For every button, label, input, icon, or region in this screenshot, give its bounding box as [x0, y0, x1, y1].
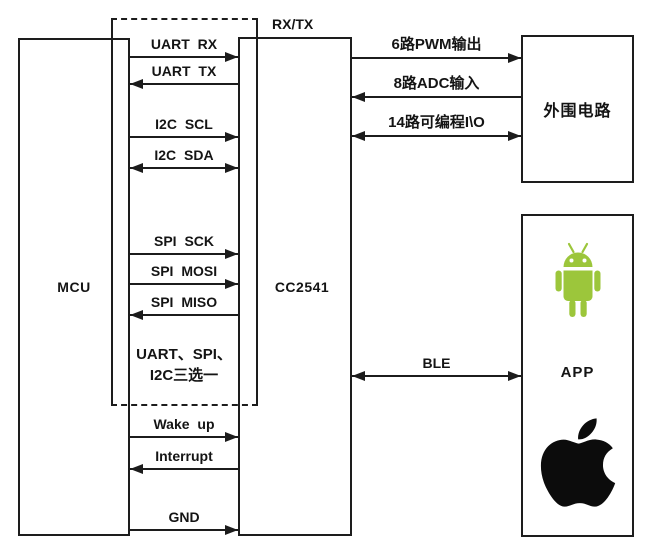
arrowhead-left-icon — [130, 464, 143, 474]
connection-line — [130, 310, 238, 320]
android-icon — [546, 238, 610, 327]
app-label: APP — [560, 364, 595, 381]
arrowhead-right-icon — [225, 432, 238, 442]
arrowhead-right-icon — [225, 163, 238, 173]
connection-label: 6路PWM输出 — [391, 36, 482, 53]
arrowhead-left-icon — [130, 310, 143, 320]
connection-i2c-scl: I2C SCL — [130, 116, 238, 142]
arrowhead-right-icon — [225, 525, 238, 535]
connection-label: GND — [168, 509, 200, 525]
connection-spi-sck: SPI SCK — [130, 233, 238, 259]
connection-label: SPI SCK — [153, 233, 214, 249]
arrowhead-right-icon — [225, 279, 238, 289]
connection-line — [130, 464, 238, 474]
arrowhead-right-icon — [225, 52, 238, 62]
arrowhead-left-icon — [352, 131, 365, 141]
connection-line — [130, 279, 238, 289]
connection-label: UART RX — [150, 36, 218, 52]
connection-uart-tx: UART TX — [130, 63, 238, 89]
connection-label: BLE — [422, 355, 451, 371]
connection-gnd: GND — [130, 509, 238, 535]
mcu-label: MCU — [57, 279, 91, 295]
connection-label: Wake up — [153, 416, 215, 432]
app-box: APP — [521, 214, 634, 537]
cc2541-label: CC2541 — [274, 278, 330, 295]
arrowhead-left-icon — [352, 92, 365, 102]
connection-line — [130, 132, 238, 142]
connection-interrupt: Interrupt — [130, 448, 238, 474]
peripheral-circuit-box: 外围电路 — [521, 35, 634, 183]
connection-label: SPI MOSI — [150, 263, 218, 279]
arrowhead-right-icon — [225, 132, 238, 142]
cc2541-box: CC2541 — [238, 37, 352, 536]
arrowhead-left-icon — [352, 371, 365, 381]
connection-label: I2C SDA — [154, 147, 214, 163]
connection-label: SPI MISO — [150, 294, 218, 310]
connection-spi-mosi: SPI MOSI — [130, 263, 238, 289]
bus-select-note: UART、SPI、 I2C三选一 — [130, 344, 238, 386]
peripheral-circuit-label: 外围电路 — [543, 103, 612, 120]
mcu-box: MCU — [18, 38, 130, 536]
connection-line — [352, 92, 521, 102]
bus-select-note-line1: UART、SPI、 — [136, 346, 232, 363]
connection-line — [130, 52, 238, 62]
arrowhead-left-icon — [130, 79, 143, 89]
connection-wake-up: Wake up — [130, 416, 238, 442]
connection-programmable-io: 14路可编程I\O — [352, 114, 521, 141]
connection-line — [130, 525, 238, 535]
connection-pwm-out: 6路PWM输出 — [352, 36, 521, 63]
connection-line — [130, 249, 238, 259]
connection-uart-rx: UART RX — [130, 36, 238, 62]
connection-line — [130, 432, 238, 442]
arrowhead-right-icon — [225, 249, 238, 259]
connection-label: Interrupt — [155, 448, 213, 464]
connection-spi-miso: SPI MISO — [130, 294, 238, 320]
connection-ble: BLE — [352, 355, 521, 381]
connection-line — [352, 131, 521, 141]
connection-label: 8路ADC输入 — [393, 75, 480, 92]
connection-i2c-sda: I2C SDA — [130, 147, 238, 173]
arrowhead-right-icon — [508, 131, 521, 141]
bus-select-note-line2: I2C三选一 — [149, 367, 219, 384]
connection-label: UART TX — [151, 63, 217, 79]
rxtx-port-label: RX/TX — [272, 16, 314, 32]
connection-line — [130, 163, 238, 173]
arrowhead-right-icon — [508, 53, 521, 63]
connection-line — [130, 79, 238, 89]
apple-icon — [540, 412, 616, 518]
connection-line — [352, 371, 521, 381]
connection-line — [352, 53, 521, 63]
arrowhead-right-icon — [508, 371, 521, 381]
connection-label: 14路可编程I\O — [388, 114, 485, 131]
connection-adc-in: 8路ADC输入 — [352, 75, 521, 102]
connection-label: I2C SCL — [155, 116, 213, 132]
arrowhead-left-icon — [130, 163, 143, 173]
